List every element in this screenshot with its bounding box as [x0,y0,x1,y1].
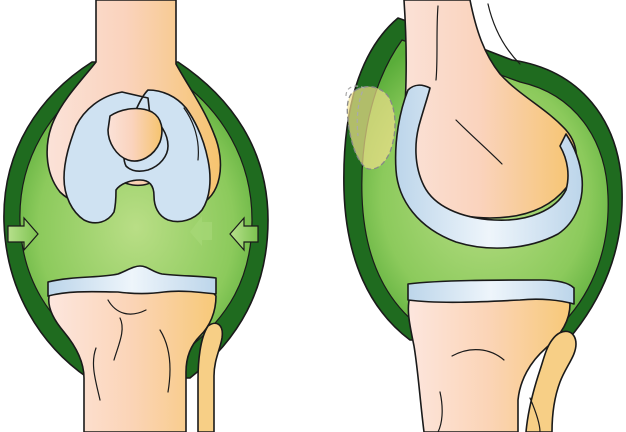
fibula-icon [198,323,222,432]
front-view-knee [4,0,268,432]
side-view-knee [344,0,622,432]
